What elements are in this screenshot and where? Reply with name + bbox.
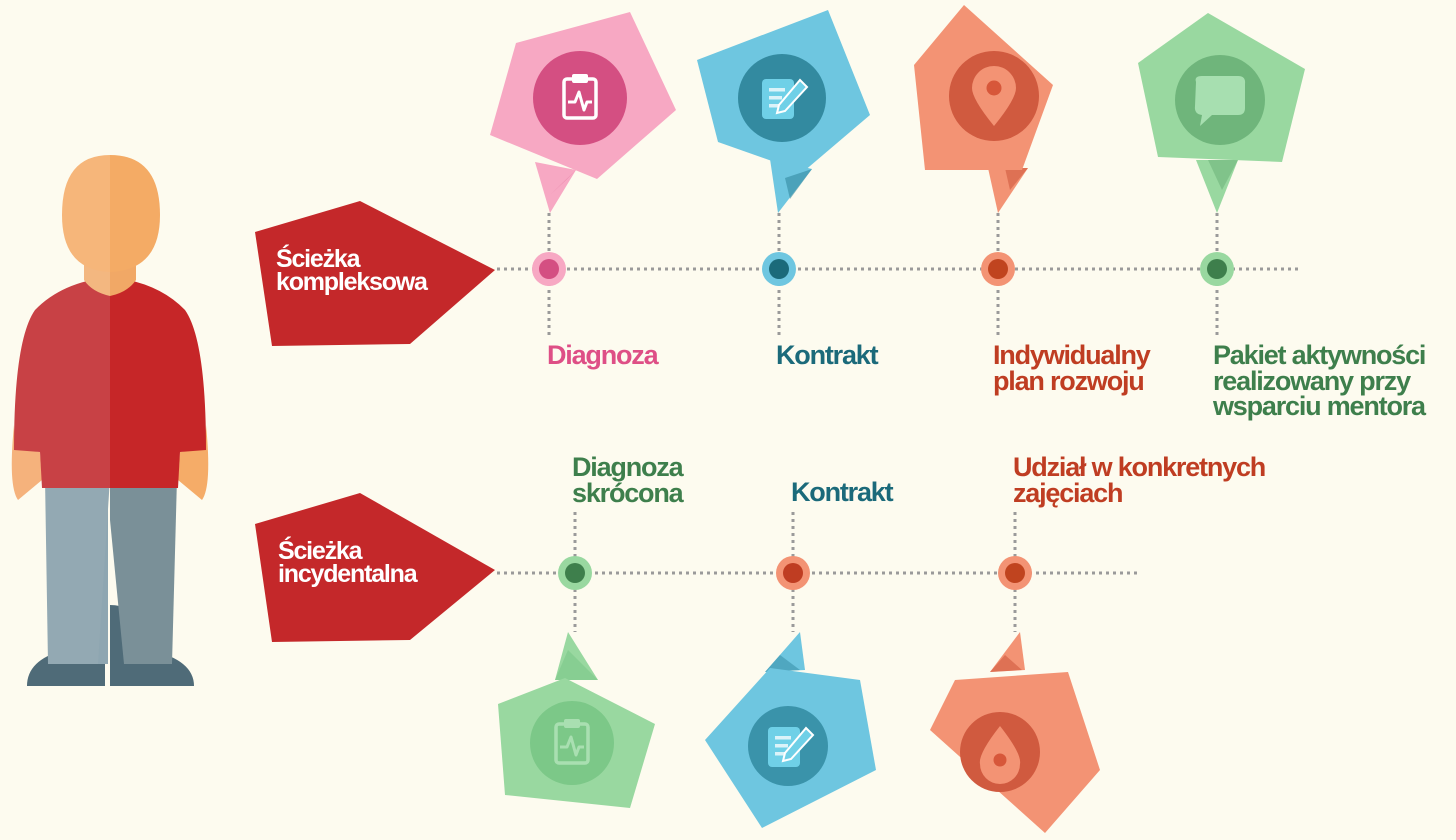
document-pen-icon — [768, 726, 815, 767]
person-leg-right — [110, 478, 177, 664]
clipboard-pulse — [560, 735, 584, 757]
document-line-1 — [775, 736, 791, 740]
drop-icon — [979, 726, 1021, 784]
marker-dot-diagnoza-skrocona — [565, 563, 585, 583]
drop-hole — [993, 753, 1007, 767]
step-label-pakiet-aktywnosci-line-1: Pakiet aktywności — [1213, 340, 1426, 370]
step-label-plan-rozwoju-line-1: Indywidualny — [993, 340, 1151, 370]
marker-dot-pakiet-aktywnosci — [1207, 259, 1227, 279]
document-line-3 — [775, 752, 785, 756]
document-pen — [775, 78, 809, 115]
badge-pointer-shade-plan-rozwoju — [1005, 168, 1028, 190]
step-label-pakiet-aktywnosci: Pakiet aktywności realizowany przy wspar… — [1213, 340, 1426, 422]
step-label-diagnoza-line-1: Diagnoza — [547, 340, 659, 370]
map-pin-icon — [972, 66, 1016, 126]
step-kontrakt — [697, 10, 870, 338]
step-label-kontrakt-short: Kontrakt — [791, 477, 894, 507]
marker-dot-diagnoza — [539, 259, 559, 279]
person-hand-right — [178, 425, 209, 500]
step-label-udzial-w-zajeciach-line-1: Udział w konkretnych — [1013, 452, 1266, 482]
pin-shape — [972, 66, 1016, 126]
marker-dot-kontrakt — [769, 259, 789, 279]
clipboard-pulse-icon — [554, 719, 590, 765]
person-head-left — [62, 155, 110, 272]
path-tag-complex-shape — [255, 201, 495, 346]
step-label-kontrakt-line-1: Kontrakt — [776, 340, 879, 370]
clipboard-clip — [572, 74, 588, 83]
bubble-shape — [1194, 76, 1246, 126]
step-label-kontrakt-short-line-1: Kontrakt — [791, 477, 894, 507]
badge-pointer-shade-kontrakt-short — [765, 655, 800, 672]
document-line-2 — [775, 744, 788, 748]
marker-dot-kontrakt-short — [783, 563, 803, 583]
step-label-pakiet-aktywnosci-line-3: wsparciu mentora — [1213, 391, 1426, 422]
marker-dot-udzial-w-zajeciach — [1005, 563, 1025, 583]
document-pen-icon — [762, 78, 809, 119]
path-tag-complex: Ścieżka kompleksowa — [276, 245, 428, 296]
marker-dot-plan-rozwoju — [988, 259, 1008, 279]
badge-pointer-shade-pakiet-aktywnosci — [1208, 160, 1238, 190]
badge-pointer-shade-kontrakt — [785, 169, 812, 199]
badge-pointer-shade-udzial-w-zajeciach — [990, 655, 1022, 672]
step-label-plan-rozwoju-line-2: plan rozwoju — [993, 365, 1145, 396]
step-pakiet-aktywnosci — [1138, 13, 1305, 338]
person-shirt-right — [110, 277, 206, 488]
step-label-diagnoza-skrocona-line-1: Diagnoza — [572, 452, 684, 482]
step-label-diagnoza-skrocona-line-2: skrócona — [572, 477, 684, 508]
path-tag-incidental-line-2: incydentalna — [278, 560, 418, 588]
person-leg-left — [45, 478, 110, 664]
step-diagnoza-skrocona — [498, 512, 655, 808]
step-label-udzial-w-zajeciach-line-2: zajęciach — [1013, 477, 1123, 508]
step-kontrakt-short — [705, 512, 876, 828]
step-label-plan-rozwoju: Indywidualny plan rozwoju — [993, 340, 1151, 396]
badge-pointer-udzial-w-zajeciach — [990, 632, 1025, 672]
step-label-kontrakt: Kontrakt — [776, 340, 879, 370]
path-tag-complex-line-1: Ścieżka — [276, 245, 361, 273]
step-diagnoza — [490, 12, 676, 338]
step-plan-rozwoju — [914, 5, 1053, 338]
step-label-udzial-w-zajeciach: Udział w konkretnych zajęciach — [1013, 452, 1266, 508]
clipboard-pulse-icon — [562, 74, 598, 120]
path-tag-incidental-shape — [255, 493, 495, 642]
path-tag-complex-line-2: kompleksowa — [276, 268, 428, 296]
person-hand-left — [11, 425, 42, 500]
step-udzial-w-zajeciach — [930, 512, 1100, 833]
pin-hole — [986, 80, 1002, 96]
path-tag-incidental-line-1: Ścieżka — [278, 537, 363, 565]
step-label-pakiet-aktywnosci-line-2: realizowany przy — [1213, 365, 1411, 396]
document-pen — [781, 726, 815, 763]
badge-pointer-diagnoza — [535, 162, 576, 213]
document-line-3 — [769, 104, 779, 108]
badge-pointer-shade-diagnoza — [550, 170, 576, 195]
person-figure — [11, 155, 209, 686]
document-line-1 — [769, 88, 785, 92]
clipboard-pulse — [568, 90, 592, 112]
clipboard-clip — [564, 719, 580, 728]
person-shirt-left — [14, 277, 110, 488]
step-label-diagnoza-skrocona: Diagnoza skrócona — [572, 452, 684, 508]
person-leg-left-light — [45, 478, 108, 664]
person-head-right — [110, 155, 160, 272]
speech-bubble-icon — [1194, 76, 1246, 126]
badge-pointer-shade-diagnoza-skrocona — [555, 650, 598, 680]
document-line-2 — [769, 96, 782, 100]
step-label-diagnoza: Diagnoza — [547, 340, 659, 370]
path-tag-incidental: Ścieżka incydentalna — [278, 537, 418, 588]
